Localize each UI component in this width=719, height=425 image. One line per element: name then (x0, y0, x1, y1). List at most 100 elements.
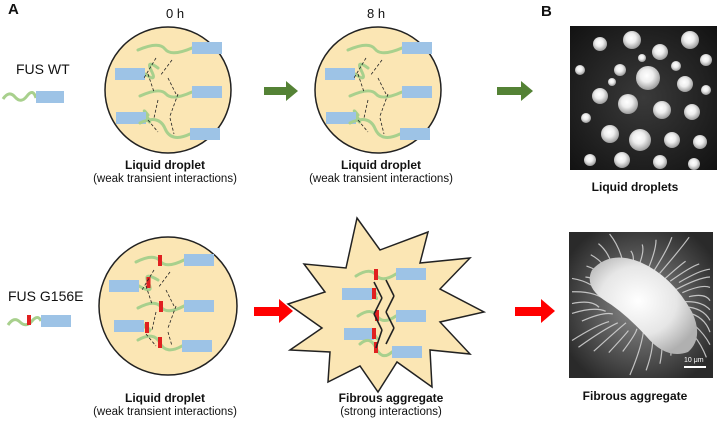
micrograph-droplet (575, 65, 585, 75)
strong-interaction-line (385, 279, 395, 297)
protein-domain-box (116, 112, 146, 124)
disordered-domain-chain (6, 316, 43, 327)
strong-interaction-line (385, 311, 395, 329)
weak-interaction-line (167, 305, 177, 329)
strong-interaction-line (385, 295, 395, 313)
molecules-mut-8h (342, 268, 426, 358)
micrograph-droplet (681, 31, 699, 49)
protein-chain (346, 43, 404, 55)
micrograph-droplet (623, 31, 641, 49)
micrograph-droplet (636, 66, 660, 90)
micrograph-liquid-droplets (570, 26, 717, 170)
protein-domain-box (326, 112, 356, 124)
caption-wt-0h: Liquid droplet (weak transient interacti… (70, 158, 260, 185)
mutation-marker (159, 301, 163, 312)
mutation-marker (372, 328, 376, 339)
scale-bar-label: 10 μm (684, 357, 704, 364)
protein-chain (348, 89, 404, 99)
micrograph-fibril (622, 328, 638, 352)
protein-domain-box (192, 86, 222, 98)
weak-interaction-line (147, 73, 155, 93)
micrograph-droplet (581, 113, 591, 123)
weak-interaction-line (159, 59, 173, 77)
protein-domain-box (115, 68, 145, 80)
caption-title: Fibrous aggregate (338, 391, 444, 405)
panel-label-b: B (541, 3, 552, 20)
protein-domain-box (344, 328, 374, 340)
micrograph-fibril (571, 301, 600, 308)
mutation-marker (27, 315, 31, 325)
disordered-domain-chain (1, 91, 38, 102)
protein-domain-box (396, 310, 426, 322)
weak-interaction-line (143, 57, 157, 79)
strong-interaction-line (373, 297, 383, 315)
weak-interaction-line (147, 119, 159, 133)
structured-domain-box (41, 315, 71, 327)
strong-interaction-line (375, 329, 383, 349)
molecules-mut-0h (109, 254, 214, 352)
micrograph-droplet (684, 104, 700, 120)
micrograph-fibril (682, 285, 711, 294)
protein-domain-box (190, 128, 220, 140)
micrograph-fibrous-aggregate: 10 μm (569, 232, 713, 378)
molecules-wt-8h (325, 42, 432, 140)
micrograph-droplet (653, 101, 671, 119)
protein-domain-box (325, 68, 355, 80)
micrograph-droplet (688, 158, 700, 170)
caption-note: (weak transient interactions) (309, 173, 453, 185)
protein-chain (138, 118, 192, 139)
weak-interaction-line (377, 77, 387, 95)
molecules-wt-0h (115, 42, 222, 140)
protein-chain (136, 43, 194, 55)
micrograph-droplet (693, 135, 707, 149)
weak-interaction-line (379, 117, 385, 135)
caption-photo-aggregate: Fibrous aggregate (560, 389, 710, 403)
micrograph-droplet (614, 152, 630, 168)
micrograph-droplet (664, 132, 680, 148)
protein-legend-wt (1, 91, 64, 103)
caption-note: (weak transient interactions) (93, 173, 237, 185)
protein-domain-box (402, 86, 432, 98)
mutation-marker (372, 288, 376, 299)
caption-title: Liquid droplet (125, 391, 205, 405)
caption-title: Liquid droplets (591, 180, 679, 194)
weak-interaction-line (153, 99, 159, 119)
micrograph-droplet (593, 37, 607, 51)
droplet-mut-0h (98, 236, 238, 376)
strong-interaction-line (385, 327, 395, 345)
weak-interaction-line (141, 269, 155, 291)
protein-domain-box (182, 340, 212, 352)
caption-note: (weak transient interactions) (93, 406, 237, 418)
weak-interaction-line (353, 57, 367, 79)
weak-interaction-line (363, 99, 369, 119)
micrograph-fibril (669, 263, 700, 282)
time-label-0h: 0 h (166, 6, 185, 21)
micrograph-droplet (618, 94, 638, 114)
mutation-marker (145, 322, 149, 333)
protein-chain (138, 89, 194, 99)
caption-wt-8h: Liquid droplet (weak transient interacti… (286, 158, 476, 185)
weak-interaction-line (157, 271, 171, 289)
time-label-8h: 8 h (367, 6, 386, 21)
micrograph-droplet (629, 129, 651, 151)
micrograph-droplet (652, 44, 668, 60)
weak-interaction-line (145, 333, 157, 347)
protein-chain (348, 118, 402, 139)
row-label-fus-g156e: FUS G156E (8, 288, 84, 304)
weak-interaction-line (151, 311, 157, 331)
weak-interaction-line (169, 117, 175, 135)
mutation-marker (158, 337, 162, 348)
mutation-marker (158, 255, 162, 266)
protein-domain-box (392, 346, 422, 358)
protein-domain-box (109, 280, 139, 292)
arrow-wt-to-photo (497, 81, 533, 101)
caption-photo-droplets: Liquid droplets (560, 180, 710, 194)
micrograph-fibril (571, 308, 606, 314)
weak-interaction-line (167, 331, 173, 347)
micrograph-droplet (701, 85, 711, 95)
micrograph-fibril (674, 276, 711, 291)
strong-interaction-line (373, 313, 383, 331)
caption-title: Fibrous aggregate (582, 389, 688, 403)
weak-interaction-line (145, 285, 153, 305)
weak-interaction-line (357, 119, 369, 133)
